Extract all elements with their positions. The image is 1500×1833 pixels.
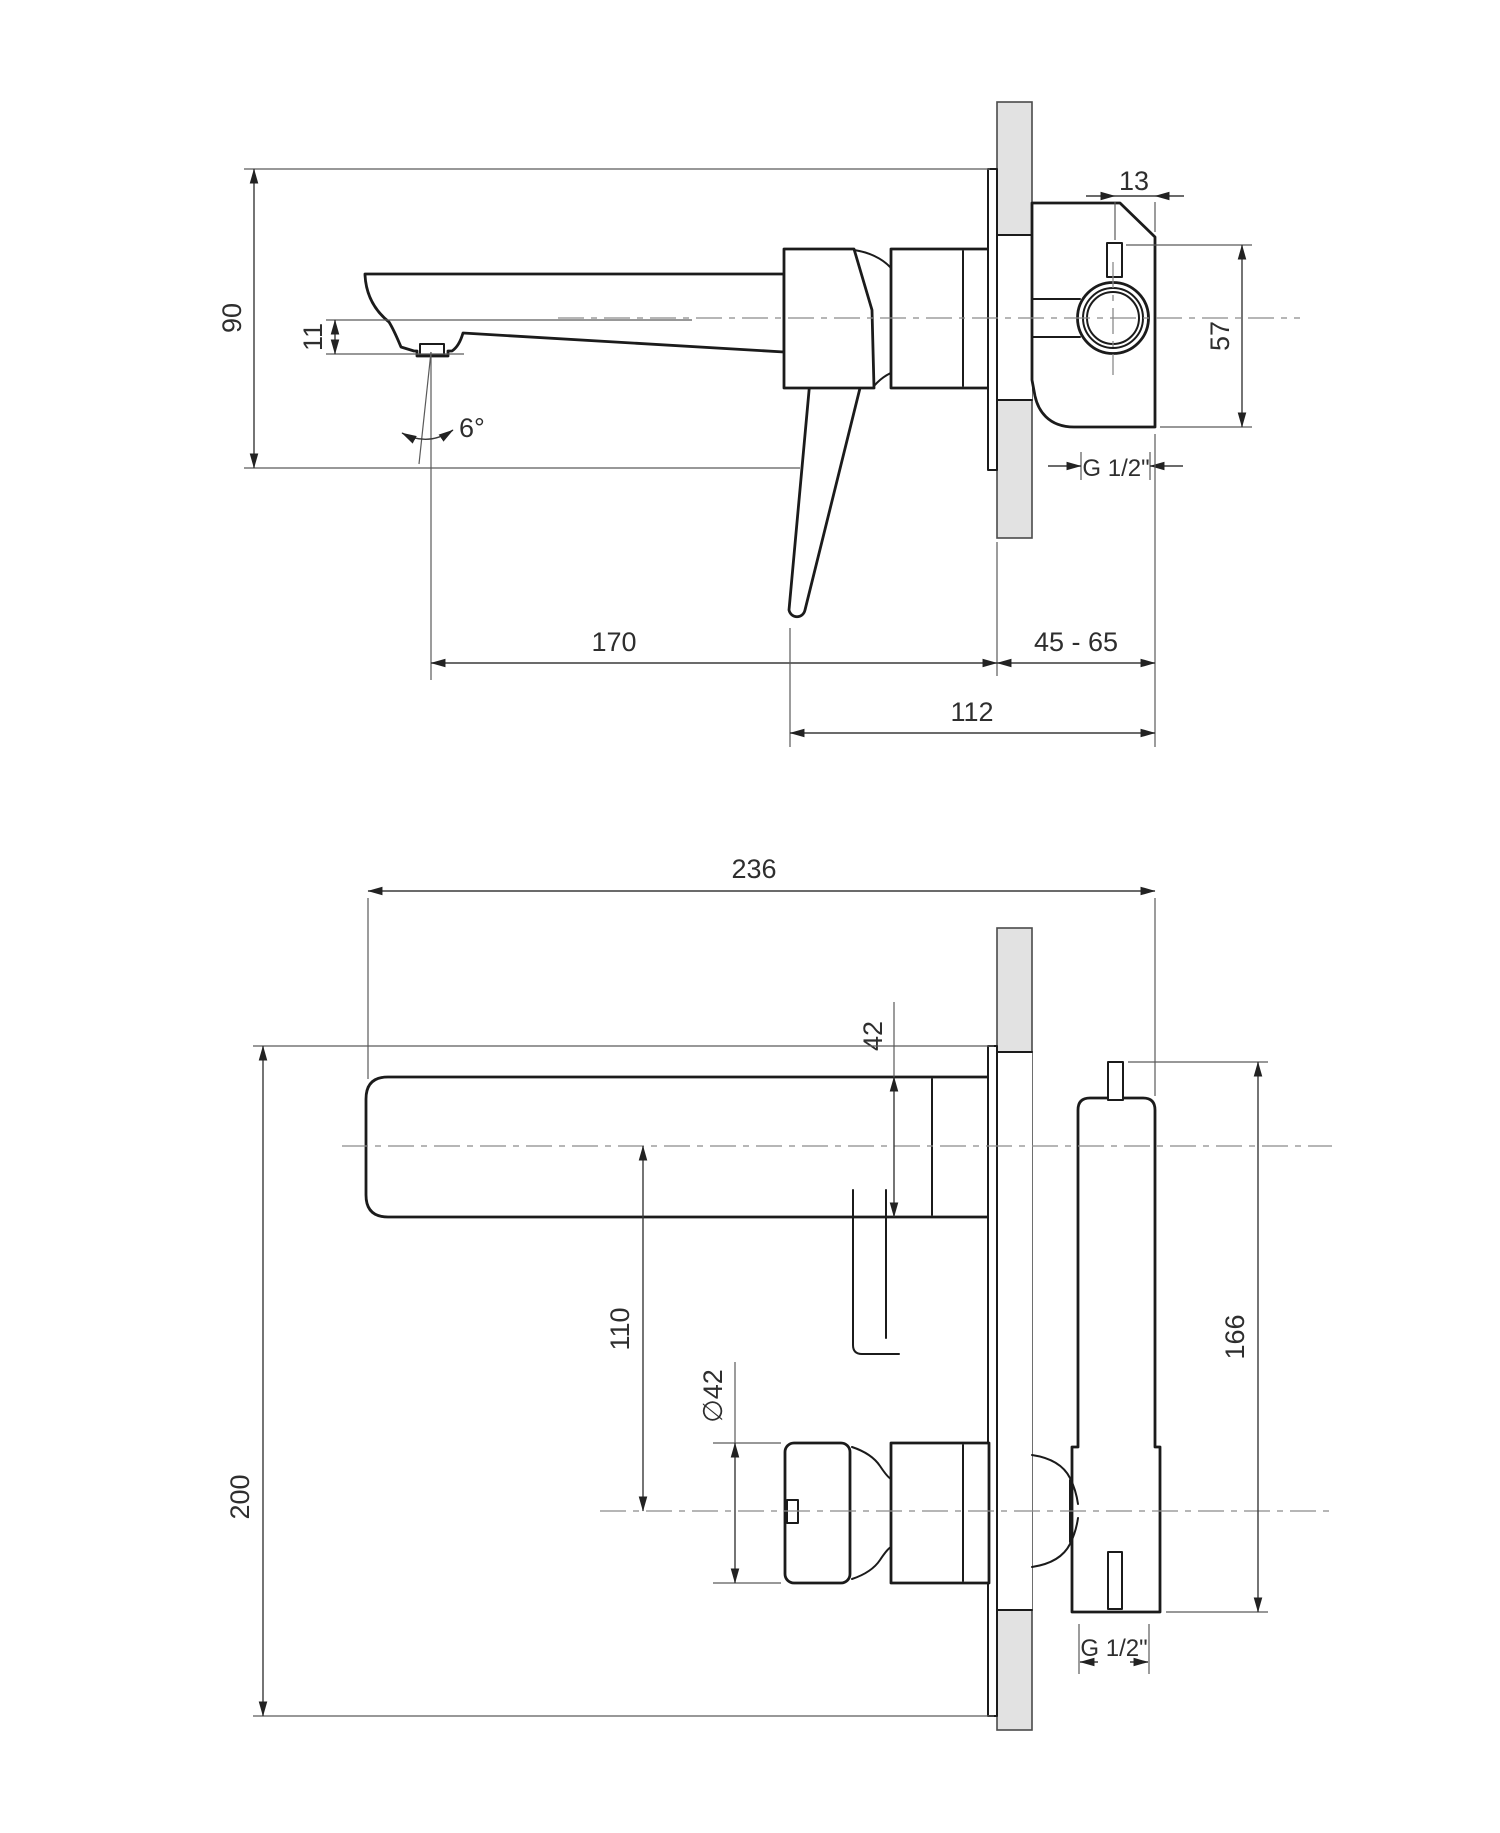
spout (363, 272, 786, 358)
dim-plate-height-90: 90 (217, 168, 990, 469)
dim-inlet-height-label: 57 (1205, 321, 1235, 351)
dim-axis-offset-label: 110 (605, 1307, 635, 1350)
dim-axis-offset-110: 110 (605, 1145, 648, 1512)
side-view: 90 11 6° 13 57 (217, 101, 1300, 747)
dim-plate-height-label: 90 (217, 303, 247, 333)
lever-handle (787, 378, 864, 619)
dim-body-length-166: 166 (1128, 1061, 1268, 1613)
bottom-port-slot (1107, 1551, 1123, 1610)
dim-thread-side: G 1/2" (1048, 452, 1183, 482)
dim-wall-thickness-label: 45 - 65 (1034, 627, 1118, 657)
concealed-valve-body (1030, 201, 1157, 429)
dim-body-length-label: 166 (1220, 1314, 1250, 1359)
dim-spout-reach-170: 170 (430, 542, 998, 676)
connector-detail (852, 1189, 900, 1355)
dim-total-length-236: 236 (367, 854, 1156, 1096)
cartridge-housing (782, 247, 876, 390)
wall-opening-plan (997, 1052, 1032, 1610)
dim-plate-width-200: 200 (225, 1045, 994, 1717)
dim-body-depth-112: 112 (789, 628, 1156, 747)
top-pipe-stub-plan (1107, 1061, 1124, 1101)
dim-handle-diameter-label: ∅42 (698, 1369, 728, 1423)
dim-total-length-label: 236 (731, 854, 776, 884)
escutcheon-plate (987, 168, 998, 471)
dim-spout-angle-6deg: 6° (401, 351, 485, 680)
dim-stub-offset-13: 13 (1086, 166, 1184, 240)
dim-spout-angle-label: 6° (459, 413, 485, 443)
aerator (419, 343, 445, 356)
dim-spout-drop-label: 11 (298, 323, 328, 351)
top-pipe-stub (1106, 242, 1123, 278)
cartridge-housing-plan (889, 1441, 991, 1585)
dim-spout-reach-label: 170 (591, 627, 636, 657)
dim-thread-plan: G 1/2" (1078, 1624, 1150, 1674)
dim-spout-drop-11: 11 (298, 319, 692, 355)
dim-thread-side-label: G 1/2" (1082, 455, 1149, 482)
handle-grip-plan (783, 1441, 852, 1585)
spout-plan (364, 1075, 991, 1219)
dim-inlet-height-57: 57 (1126, 244, 1252, 428)
dim-handle-diameter-42: ∅42 (698, 1362, 781, 1584)
dim-thread-plan-label: G 1/2" (1080, 1635, 1147, 1662)
dim-wall-thickness-45-65: 45 - 65 (996, 434, 1156, 747)
dim-body-depth-label: 112 (950, 697, 993, 727)
dim-stub-offset-label: 13 (1119, 166, 1149, 196)
dim-plate-width-label: 200 (225, 1474, 255, 1519)
handle-assembly-plan (783, 1441, 991, 1585)
plan-view: 236 42 110 ∅42 200 166 (225, 854, 1332, 1731)
concealed-valve-body-plan (1031, 1061, 1162, 1614)
